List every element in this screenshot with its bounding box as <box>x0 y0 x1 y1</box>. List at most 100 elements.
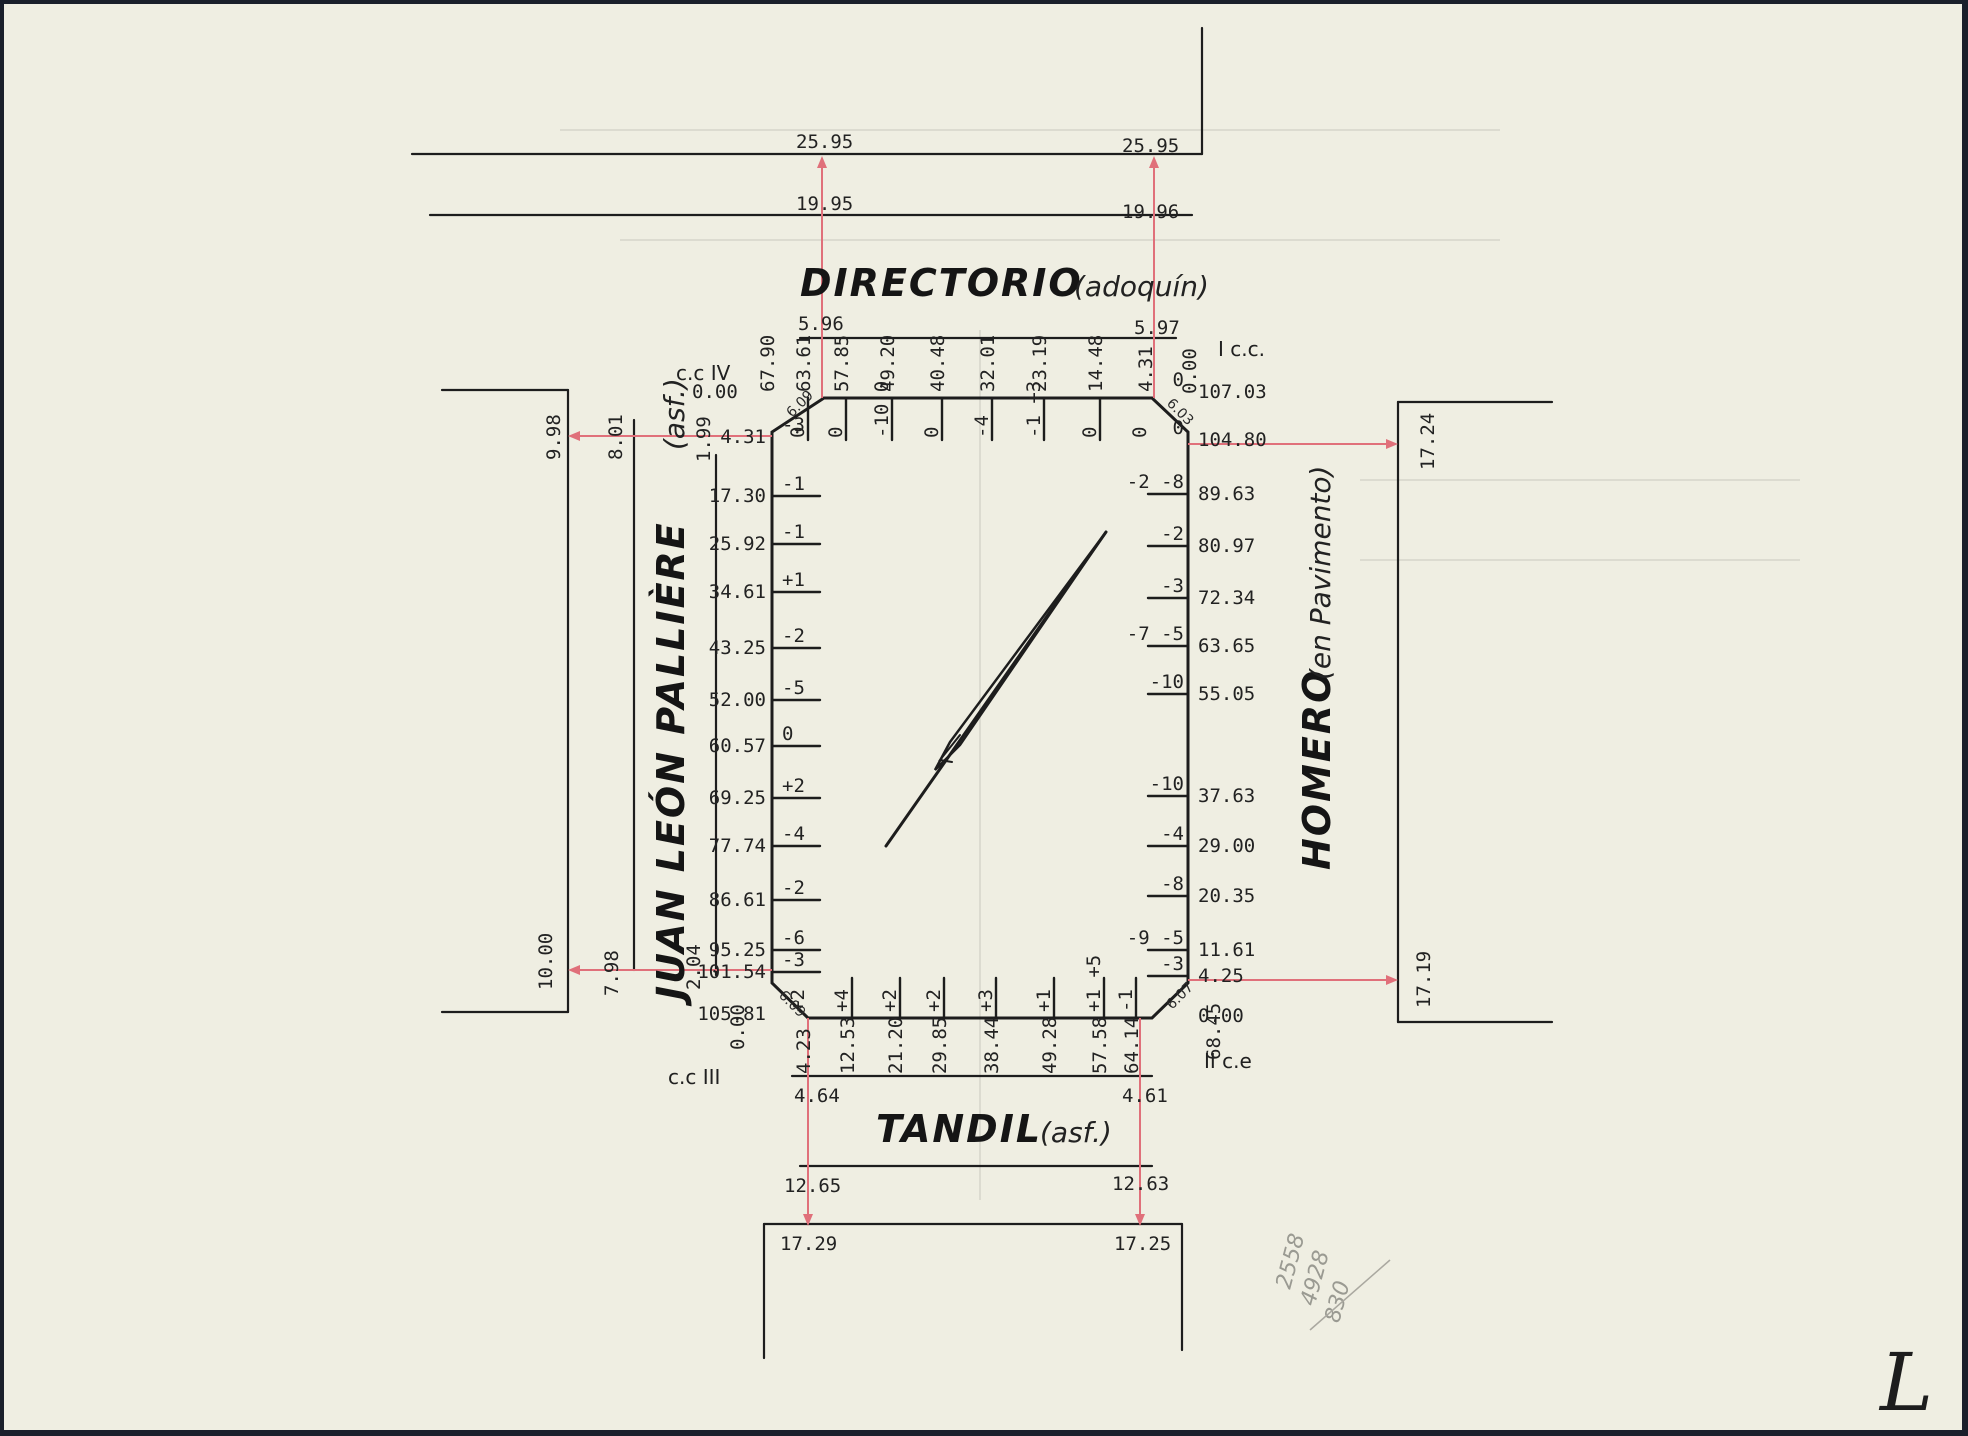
tick-level: -3 <box>782 414 805 436</box>
pencil-note: 2558 4928 830 <box>1272 1231 1356 1325</box>
tick-level: -7 -5 <box>1127 623 1184 645</box>
tick-distance: 49.28 <box>1039 1017 1061 1074</box>
tick-distance: 105.81 <box>697 1003 766 1025</box>
width-west-outer-top: 9.98 <box>543 414 565 460</box>
tick-distance: 4.31 <box>1135 346 1157 392</box>
tick-level: +4 <box>831 989 853 1012</box>
tick-level: 0 <box>825 427 847 438</box>
width-south-block-right: 4.61 <box>1122 1085 1168 1107</box>
tick-level: 0 <box>782 723 793 745</box>
signature: L <box>1878 1336 1933 1429</box>
width-west-block-bottom: 2.04 <box>683 944 705 990</box>
tick-level: -4 <box>782 823 805 845</box>
width-north-inner-right: 19.96 <box>1122 201 1179 223</box>
street-surface-north: (adoquín) <box>1074 270 1209 303</box>
tick-distance: 52.00 <box>709 689 766 711</box>
tick-level: -3 <box>1161 953 1184 975</box>
tick-distance: 4.23 <box>793 1028 815 1074</box>
tick-level: -1 <box>1115 989 1137 1012</box>
tick-level: +1 <box>1033 989 1055 1012</box>
width-north-block-left: 5.96 <box>798 313 844 335</box>
tick-distance: 29.00 <box>1198 835 1255 857</box>
tick-level: -9 -5 <box>1127 927 1184 949</box>
tick-distance: 86.61 <box>709 889 766 911</box>
ticks-bottom: 4.23+212.53+421.20+229.85+238.44+349.28+… <box>787 955 1143 1074</box>
tick-level: 0 <box>1173 417 1184 439</box>
street-surface-east: (en Pavimento) <box>1304 466 1337 680</box>
tick-level: -1 +3 <box>1023 381 1045 438</box>
width-north-outer-right: 25.95 <box>1122 135 1179 157</box>
tick-level: +2 <box>923 989 945 1012</box>
ticks-left: 4.31-317.30-125.92-134.61+143.25-252.00-… <box>697 414 822 1025</box>
width-south-inner-left: 12.65 <box>784 1175 841 1197</box>
tick-distance: 43.25 <box>709 637 766 659</box>
tick-level: -2 <box>1161 523 1184 545</box>
block-outline <box>770 396 1190 1020</box>
tick-distance: 49.20 <box>877 335 899 392</box>
tick-level: -2 <box>782 625 805 647</box>
tick-distance: 38.44 <box>981 1017 1003 1074</box>
paper-texture <box>560 129 1800 1200</box>
width-north-outer-left: 25.95 <box>796 131 853 153</box>
tick-distance: 80.97 <box>1198 535 1255 557</box>
street-name-south: TANDIL <box>876 1107 1042 1151</box>
width-west-outer-bottom: 10.00 <box>535 933 557 990</box>
tick-distance: 40.48 <box>927 335 949 392</box>
tick-level: -1 <box>782 521 805 543</box>
tick-level: -3 <box>782 949 805 971</box>
tick-level: 0 <box>1173 369 1184 391</box>
tick-distance: 4.31 <box>720 426 766 448</box>
tick-distance: 0.00 <box>1198 1005 1244 1027</box>
tick-level: +2 <box>782 775 805 797</box>
tick-distance: 4.25 <box>1198 965 1244 987</box>
tick-distance: 77.74 <box>709 835 766 857</box>
tick-level: +2 <box>879 989 901 1012</box>
street-outlines <box>410 26 1554 1360</box>
tick-distance: 104.80 <box>1198 429 1267 451</box>
tick-distance: 17.30 <box>709 485 766 507</box>
tick-distance: 37.63 <box>1198 785 1255 807</box>
tick-distance: 23.19 <box>1029 335 1051 392</box>
tick-level: +3 <box>975 989 997 1012</box>
tick-distance: 95.25 <box>709 939 766 961</box>
top-end-label: 0.00 <box>1179 348 1201 394</box>
tick-level: -4 <box>971 415 993 438</box>
tick-distance: 12.53 <box>837 1017 859 1074</box>
tick-distance: 34.61 <box>709 581 766 603</box>
tick-distance: 60.57 <box>709 735 766 757</box>
width-west-inner-bottom: 7.98 <box>601 950 623 996</box>
width-north-inner-left: 19.95 <box>796 193 853 215</box>
corner-label-nw: c.c IV <box>676 361 731 385</box>
tick-distance: 20.35 <box>1198 885 1255 907</box>
bottom-start-label: 0.00 <box>727 1004 749 1050</box>
tick-level: -6 <box>782 927 805 949</box>
tick-distance: 64.14 <box>1121 1017 1143 1074</box>
tick-distance: 63.65 <box>1198 635 1255 657</box>
tick-level: 0 <box>1129 427 1151 438</box>
width-east-outer-bottom: 17.19 <box>1413 951 1435 1008</box>
tick-distance: 29.85 <box>929 1017 951 1074</box>
tick-level: +1 +5 <box>1083 955 1105 1012</box>
corner-label-se: II c.e <box>1204 1049 1252 1073</box>
paper <box>4 4 1962 1430</box>
tick-level: 0 <box>787 427 809 438</box>
street-surface-south: (asf.) <box>1040 1116 1112 1149</box>
bottom-end-label: 68.45 <box>1203 1003 1225 1060</box>
tick-distance: 101.54 <box>697 961 766 983</box>
width-east-outer-top: 17.24 <box>1417 413 1439 470</box>
tick-distance: 32.01 <box>977 335 999 392</box>
tick-level: 0 <box>921 427 943 438</box>
width-south-outer-right: 17.25 <box>1114 1233 1171 1255</box>
tick-level: -1 <box>782 473 805 495</box>
tick-level: -10 <box>1150 773 1184 795</box>
tick-distance: 57.58 <box>1089 1017 1111 1074</box>
tick-level: -2 <box>782 877 805 899</box>
tick-distance: 21.20 <box>885 1017 907 1074</box>
street-name-east: HOMERO <box>1295 669 1339 870</box>
corner-label-sw: c.c III <box>668 1065 720 1089</box>
tick-distance: 72.34 <box>1198 587 1255 609</box>
tick-distance: 55.05 <box>1198 683 1255 705</box>
width-north-block-right: 5.97 <box>1134 317 1180 339</box>
